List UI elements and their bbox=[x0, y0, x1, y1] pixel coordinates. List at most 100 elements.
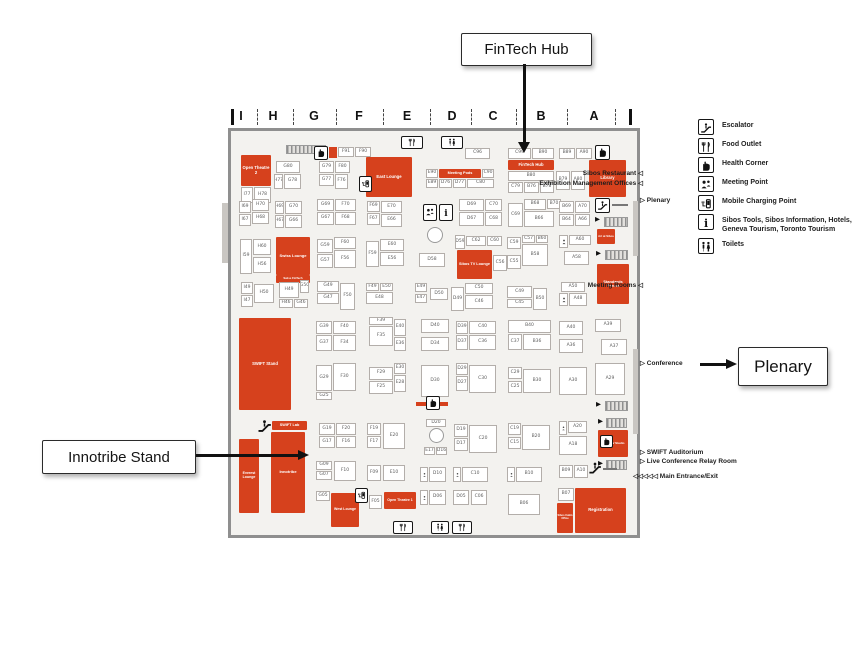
direction-arrow-icon: ▶ bbox=[596, 401, 601, 409]
column-separator bbox=[516, 109, 517, 125]
booth-f25: F25 bbox=[369, 381, 393, 394]
legend-item-meeting-point: Meeting Point bbox=[698, 176, 863, 192]
booth-d17: D17 bbox=[454, 438, 468, 451]
booth-c70: C70 bbox=[485, 199, 502, 211]
booth-e70: E70 bbox=[381, 201, 402, 213]
booth-b59-person-icon bbox=[559, 235, 568, 248]
zone-standards-forum: Standards Forum bbox=[597, 264, 629, 304]
pillar-circle bbox=[429, 428, 444, 443]
booth-g57: G57 bbox=[317, 254, 333, 268]
zone-open-theatre-2: Open Theatre 2 bbox=[241, 155, 271, 186]
fintech-arrow-line bbox=[523, 64, 526, 142]
booth-c59: C59 bbox=[507, 237, 521, 249]
booth-d37: D37 bbox=[456, 335, 468, 350]
booth-d49: D49 bbox=[451, 287, 464, 311]
plenary-arrow-line bbox=[700, 363, 728, 366]
legend-item-toilets: Toilets bbox=[698, 237, 863, 254]
booth-g79: G79 bbox=[319, 161, 334, 173]
column-letter-b: B bbox=[536, 109, 546, 123]
booth-g07: G07 bbox=[316, 471, 332, 480]
zone-swift-stand: SWIFT Stand bbox=[239, 318, 291, 410]
zone-sibos-tv-lounge: Sibos TV Lounge bbox=[457, 250, 492, 279]
booth-h50: H50 bbox=[254, 284, 274, 303]
booth-f90: F90 bbox=[355, 147, 371, 157]
booth-b48-person-icon bbox=[559, 293, 568, 306]
booth-e20: E20 bbox=[383, 423, 405, 449]
booth-h56: H56 bbox=[253, 257, 271, 273]
booth-c10: C10 bbox=[462, 467, 488, 482]
column-letter-i: I bbox=[239, 109, 243, 123]
booth-a90: A90 bbox=[576, 148, 592, 159]
booth-e48: E48 bbox=[366, 292, 393, 304]
booth-h46: H46 bbox=[279, 299, 293, 308]
zone-open-theatre-1: Open Theatre 1 bbox=[384, 492, 416, 509]
column-separator bbox=[336, 109, 337, 125]
booth-g37: G37 bbox=[316, 335, 332, 351]
booth-d05: D05 bbox=[453, 490, 469, 505]
booth-d39: D39 bbox=[456, 321, 468, 334]
booth-f30: F30 bbox=[333, 363, 356, 391]
booth-b89: B89 bbox=[559, 148, 575, 159]
booth-h77: H77 bbox=[274, 174, 283, 189]
corridor-strip bbox=[222, 203, 228, 263]
legend-label: Meeting Point bbox=[722, 179, 768, 186]
charging-icon bbox=[359, 176, 372, 192]
booth-f09: F09 bbox=[367, 465, 381, 481]
toilets-icon bbox=[441, 136, 463, 149]
booth-a39: A39 bbox=[595, 319, 621, 332]
innotribe-arrow-line bbox=[196, 454, 298, 457]
booth-g69: G69 bbox=[317, 199, 334, 211]
escalator-icon bbox=[698, 119, 714, 135]
column-letter-g: G bbox=[309, 109, 319, 123]
booth-f49: F49 bbox=[366, 283, 379, 291]
booth-d59: D59 bbox=[455, 235, 465, 249]
booth-i47: I47 bbox=[241, 295, 253, 307]
booth-d40: D40 bbox=[421, 319, 449, 333]
booth-c96: C96 bbox=[465, 148, 490, 159]
zone-library: Library bbox=[589, 160, 626, 197]
column-separator bbox=[257, 109, 258, 125]
escalator-icon bbox=[257, 416, 272, 436]
booth-a29: A29 bbox=[595, 363, 625, 395]
booth-d77: D77 bbox=[453, 179, 466, 188]
legend-label: Sibos Tools, Sibos Information, Hotels, … bbox=[722, 217, 852, 233]
booth-c57: C57 bbox=[522, 235, 535, 243]
booth-a58: A58 bbox=[564, 251, 589, 265]
booth-b19-person-icon bbox=[559, 421, 567, 435]
booth-h60: H60 bbox=[253, 239, 271, 255]
health-icon bbox=[426, 396, 440, 410]
booth-f39: F39 bbox=[369, 317, 393, 325]
booth-e28: E28 bbox=[394, 375, 406, 392]
booth-d67: D67 bbox=[459, 212, 484, 226]
booth-a37: A37 bbox=[601, 339, 627, 355]
booth-h49: H49 bbox=[279, 282, 299, 298]
zone-innotribe: Innotribe bbox=[271, 432, 305, 513]
booth-a60: A60 bbox=[569, 235, 591, 245]
health-icon bbox=[314, 146, 328, 160]
info-icon: i bbox=[698, 214, 714, 230]
zone-swiss-lounge: Swiss Lounge bbox=[276, 237, 310, 275]
booth-d10: D10 bbox=[429, 467, 446, 482]
zone-meeting-pods: Meeting Pods bbox=[439, 169, 481, 178]
booth-b30: B30 bbox=[523, 369, 551, 393]
booth-c37: C37 bbox=[508, 334, 522, 350]
booth-d76: D76 bbox=[439, 179, 452, 188]
hatched-area bbox=[605, 401, 628, 411]
legend-label: Food Outlet bbox=[722, 141, 762, 148]
direction-arrow-icon: ▶ bbox=[596, 250, 601, 258]
booth-b10: B10 bbox=[516, 467, 542, 482]
booth-f60: F60 bbox=[334, 237, 356, 249]
map-label-exhibition-management-offices: Exhibition Management Offices ◁ bbox=[539, 180, 643, 187]
hatched-area bbox=[605, 250, 628, 260]
booth-a48: A48 bbox=[569, 293, 587, 306]
booth-c90: C90 bbox=[482, 169, 494, 178]
booth-e47: E47 bbox=[415, 294, 427, 303]
callout-fintech-hub: FinTech Hub bbox=[461, 33, 592, 66]
plenary-arrow-head-icon bbox=[726, 359, 737, 369]
booth-b50: B50 bbox=[533, 288, 547, 310]
booth-c60: C60 bbox=[487, 236, 502, 246]
booth-d58: D58 bbox=[419, 253, 445, 267]
booth-c55: C55 bbox=[507, 255, 521, 269]
booth-b06: B06 bbox=[508, 494, 540, 515]
booth-c79: C79 bbox=[508, 182, 523, 193]
